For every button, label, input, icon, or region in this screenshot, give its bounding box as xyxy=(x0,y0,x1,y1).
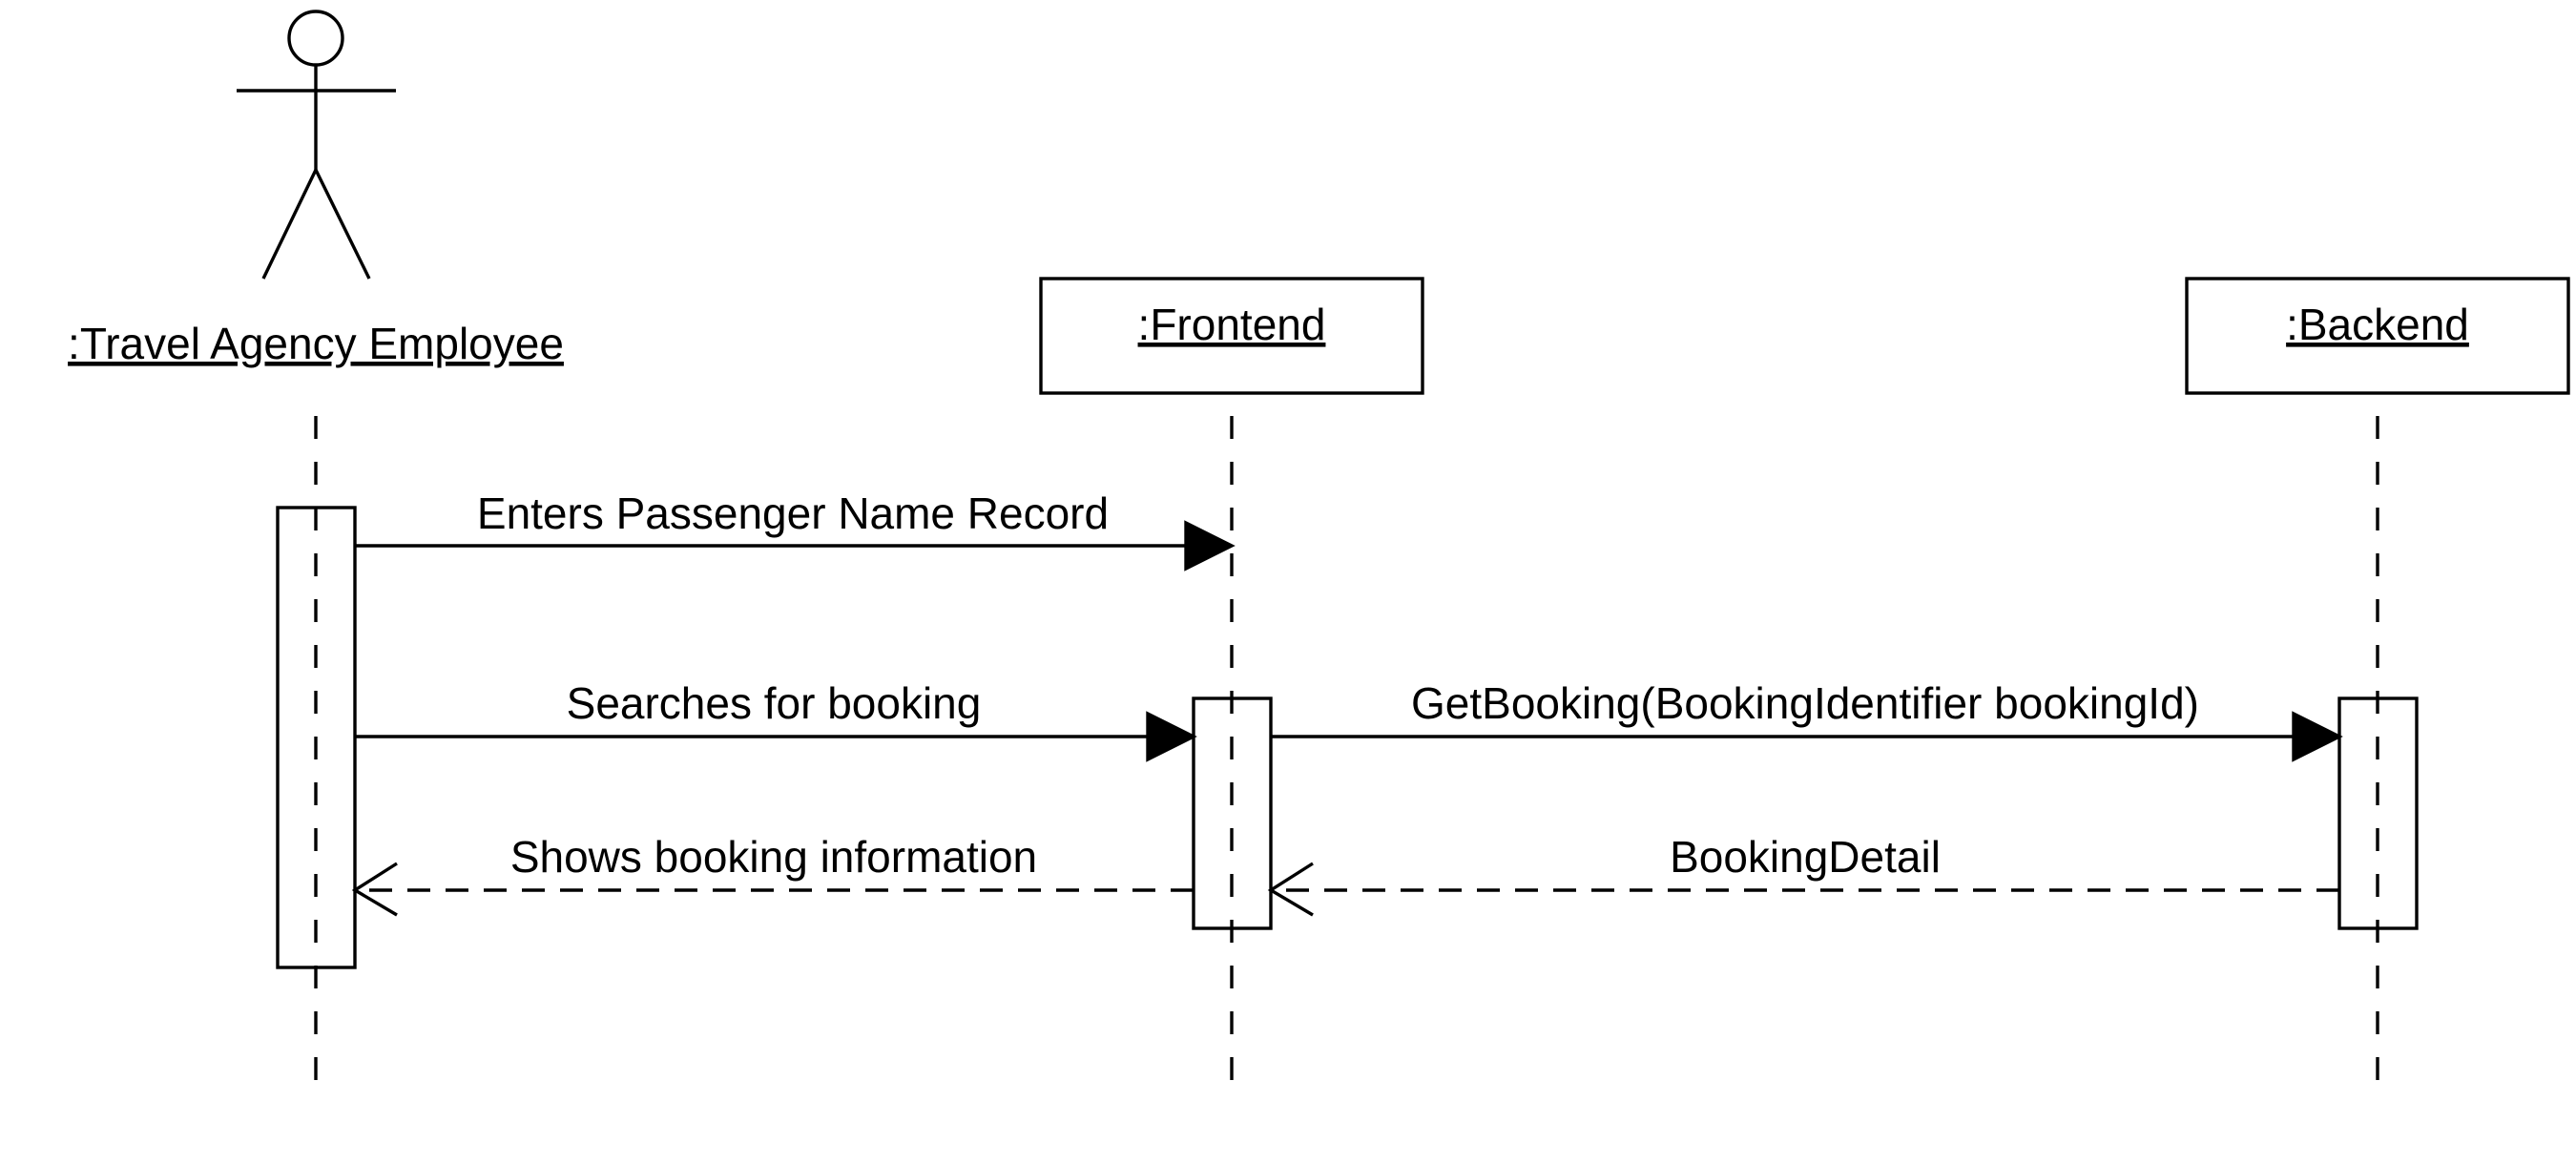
actor-label: :Travel Agency Employee xyxy=(68,319,564,368)
message-enters-pnr xyxy=(355,520,1236,572)
message-label-shows-booking-info: Shows booking information xyxy=(510,832,1037,882)
frontend-object-box xyxy=(1039,277,1424,395)
open-arrowhead-icon xyxy=(1267,862,1314,917)
message-shows-booking-info xyxy=(351,862,1194,917)
message-label-booking-detail: BookingDetail xyxy=(1670,832,1941,882)
backend-object-box xyxy=(2185,277,2570,395)
actor-stick-figure-icon xyxy=(237,10,396,280)
filled-arrowhead-icon xyxy=(2292,711,2343,762)
filled-arrowhead-icon xyxy=(1146,711,1197,762)
message-label-get-booking: GetBooking(BookingIdentifier bookingId) xyxy=(1411,678,2199,728)
frontend-activation-bar xyxy=(1192,696,1273,930)
backend-activation-bar xyxy=(2337,696,2419,930)
frontend-label: :Frontend xyxy=(1138,300,1326,349)
message-booking-detail xyxy=(1267,862,2339,917)
message-label-enters-pnr: Enters Passenger Name Record xyxy=(477,488,1109,538)
message-label-searches-booking: Searches for booking xyxy=(567,678,982,728)
open-arrowhead-icon xyxy=(351,862,398,917)
message-searches-booking xyxy=(355,711,1197,762)
filled-arrowhead-icon xyxy=(1184,520,1236,572)
message-get-booking xyxy=(1271,711,2343,762)
backend-label: :Backend xyxy=(2286,300,2469,349)
